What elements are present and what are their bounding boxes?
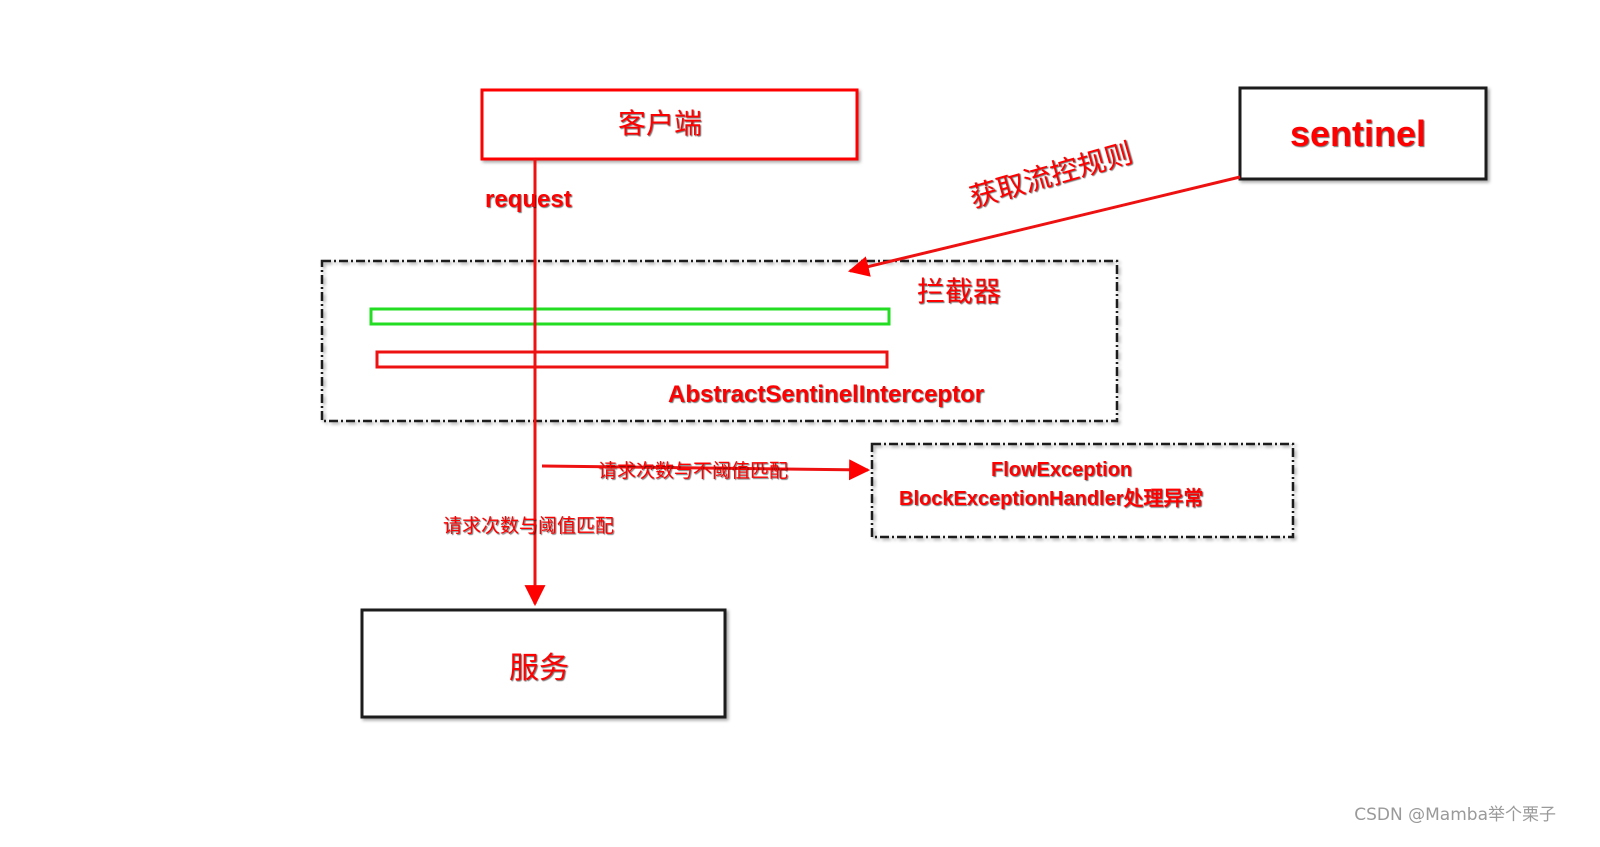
sentinel-box	[1238, 86, 1488, 181]
interceptor-label: 拦截器	[917, 275, 1002, 308]
interceptor-box	[320, 259, 1119, 423]
sentinel-label: sentinel	[1290, 113, 1427, 154]
exception-line1: FlowException	[991, 459, 1133, 481]
client-label: 客户端	[618, 107, 703, 140]
mismatch-label: 请求次数与不阈值匹配	[598, 460, 789, 482]
filter-bar-green	[369, 307, 891, 326]
service-label: 服务	[509, 651, 569, 686]
request-label: request	[485, 186, 572, 213]
watermark: CSDN @Mamba举个栗子	[1354, 805, 1556, 825]
interceptor-class-label: AbstractSentinelInterceptor	[668, 381, 985, 408]
service-box	[360, 608, 727, 719]
filter-bar-red	[375, 350, 889, 369]
client-box	[480, 88, 859, 161]
mismatch-arrow	[541, 459, 871, 481]
exception-line2: BlockExceptionHandler处理异常	[899, 488, 1204, 510]
exception-box	[870, 442, 1295, 539]
match-label: 请求次数与阈值匹配	[443, 515, 615, 537]
fetch-rules-arrow	[847, 175, 1241, 277]
